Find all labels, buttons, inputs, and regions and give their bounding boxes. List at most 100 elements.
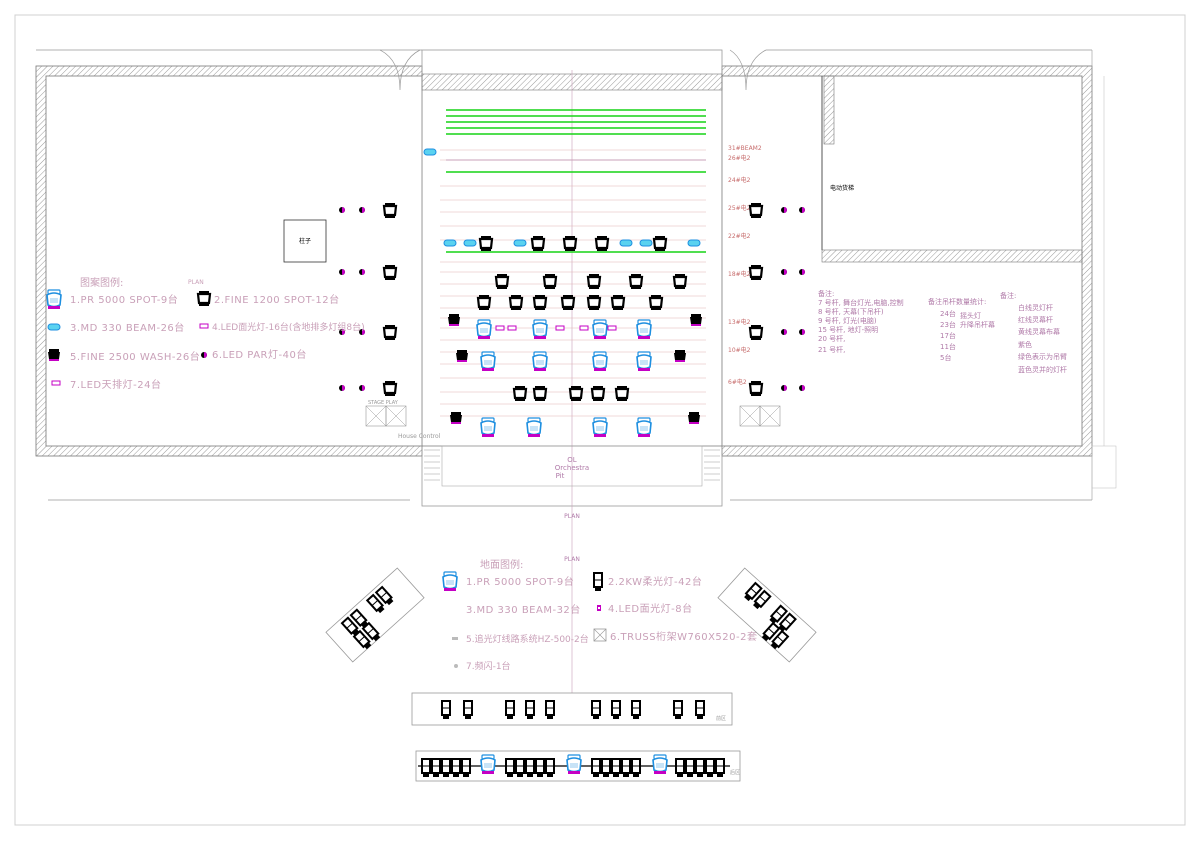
spot-fixture — [480, 351, 496, 372]
svg-text:24台: 24台 — [940, 309, 956, 318]
svg-text:House Control: House Control — [398, 433, 441, 440]
black-moving-head-icon — [196, 289, 212, 308]
wash-fixture — [456, 350, 468, 362]
moving-head-fixture — [590, 384, 606, 403]
led-fixture — [579, 325, 589, 331]
fresnel-fixture — [525, 758, 535, 778]
pipe-label: 10#电2 — [728, 346, 751, 354]
beam-fixture — [687, 239, 701, 247]
svg-text:8 号杆, 天幕(下吊杆): 8 号杆, 天幕(下吊杆) — [818, 307, 884, 316]
spot-fixture — [592, 417, 608, 438]
legend-top-title: 图案图例: — [80, 276, 123, 289]
beam-fixture — [513, 239, 527, 247]
led-par-fixture — [781, 329, 787, 335]
beam-fixture — [423, 148, 437, 156]
led-small-icon — [597, 605, 601, 611]
fresnel-fixture — [621, 758, 631, 778]
spot-fixture — [480, 417, 496, 438]
spot-fixture — [526, 417, 542, 438]
moving-head-fixture — [648, 293, 664, 312]
led-fixture — [495, 325, 505, 331]
wash-fixture — [688, 412, 700, 424]
led-par-fixture — [339, 269, 345, 275]
orchestra-label-1: OL — [567, 456, 577, 464]
led-fixture — [555, 325, 565, 331]
follow-spot-icon — [452, 637, 458, 640]
svg-text:4.LED面光灯-8台: 4.LED面光灯-8台 — [608, 602, 693, 615]
fresnel-fixture — [673, 700, 683, 720]
svg-text:7.频闪-1台: 7.频闪-1台 — [466, 660, 511, 672]
svg-text:电动货梯: 电动货梯 — [830, 184, 854, 192]
center-stage: OL Orchestra Pit PLAN PLAN 31#BEAM226#电2… — [421, 49, 762, 700]
moving-head-fixture — [532, 293, 548, 312]
moving-head-fixture — [478, 234, 494, 253]
moving-head-fixture — [512, 384, 528, 403]
fresnel-fixture — [461, 758, 471, 778]
notes-right: 备注: 白线灵灯杆 红线灵幕杆 黄线灵幕布幕 紫色 绿色表示为吊臂 蓝色灵并的灯… — [1000, 291, 1067, 374]
svg-text:STAGE PLAY: STAGE PLAY — [368, 400, 399, 406]
svg-text:7 号杆, 舞台灯光,电脑,控制: 7 号杆, 舞台灯光,电脑,控制 — [818, 298, 904, 307]
fresnel-fixture — [631, 758, 641, 778]
moving-head-fixture — [560, 293, 576, 312]
fresnel-fixture — [545, 758, 555, 778]
spot-moving-head-icon — [442, 571, 458, 592]
led-par-fixture — [339, 385, 345, 391]
notes-counts: 备注吊杆数量统计: 24台 23台 17台 11台 5台 摇头灯 升降吊杆幕 — [928, 297, 995, 362]
moving-head-fixture — [748, 379, 764, 398]
moving-head-fixture — [562, 234, 578, 253]
svg-text:备注:: 备注: — [1000, 291, 1016, 300]
spot-fixture — [480, 754, 496, 775]
wash-fixture — [690, 314, 702, 326]
led-par-fixture — [799, 329, 805, 335]
svg-text:柱子: 柱子 — [299, 237, 311, 245]
moving-head-fixture — [610, 293, 626, 312]
fresnel-fixture — [675, 758, 685, 778]
truss-icon — [593, 628, 607, 642]
svg-text:白线灵灯杆: 白线灵灯杆 — [1018, 303, 1053, 312]
beam-fixture — [639, 239, 653, 247]
svg-text:绿色表示为吊臂: 绿色表示为吊臂 — [1018, 352, 1067, 361]
strobe-icon — [454, 664, 458, 668]
spot-fixture — [532, 351, 548, 372]
led-par-fixture — [799, 207, 805, 213]
svg-text:6.TRUSS桁架W760X520-2套: 6.TRUSS桁架W760X520-2套 — [610, 630, 758, 643]
svg-text:1.PR 5000 SPOT-9台: 1.PR 5000 SPOT-9台 — [70, 293, 178, 306]
freight-elevator-label: 电动货梯 — [830, 184, 854, 192]
beam-icon — [47, 323, 61, 331]
moving-head-fixture — [586, 272, 602, 291]
led-par-fixture — [781, 385, 787, 391]
moving-head-fixture — [382, 201, 398, 220]
svg-text:红线灵幕杆: 红线灵幕杆 — [1018, 315, 1053, 324]
pipe-label: 22#电2 — [728, 232, 751, 240]
pipe-label: 6#电2 — [728, 378, 747, 386]
legend-top-title2: PLAN — [188, 279, 204, 286]
svg-text:20 号杆,: 20 号杆, — [818, 334, 845, 343]
plan-label-bottom: PLAN — [564, 556, 580, 563]
svg-text:11台: 11台 — [940, 342, 956, 351]
led-par-fixture — [339, 207, 345, 213]
svg-text:21 号杆,: 21 号杆, — [818, 345, 845, 354]
moving-head-fixture — [594, 234, 610, 253]
moving-head-fixture — [494, 272, 510, 291]
led-fixture — [607, 325, 617, 331]
led-par-fixture — [799, 385, 805, 391]
beam-fixture — [443, 239, 457, 247]
fresnel-fixture — [525, 700, 535, 720]
svg-text:5.FINE 2500 WASH-26台: 5.FINE 2500 WASH-26台 — [70, 350, 200, 363]
house-control: STAGE PLAY House Control — [365, 400, 781, 440]
led-par-fixture — [359, 269, 365, 275]
fresnel-fixture — [695, 700, 705, 720]
led-par-fixture — [359, 385, 365, 391]
led-par-icon — [201, 352, 207, 358]
pipe-label: 13#电2 — [728, 318, 751, 326]
moving-head-fixture — [532, 384, 548, 403]
moving-head-fixture — [568, 384, 584, 403]
spot-fixture — [636, 351, 652, 372]
fresnel-icon — [593, 572, 603, 592]
moving-head-fixture — [748, 201, 764, 220]
moving-head-fixture — [508, 293, 524, 312]
fresnel-fixture — [451, 758, 461, 778]
spot-fixture — [652, 754, 668, 775]
page-frame — [14, 14, 1186, 826]
